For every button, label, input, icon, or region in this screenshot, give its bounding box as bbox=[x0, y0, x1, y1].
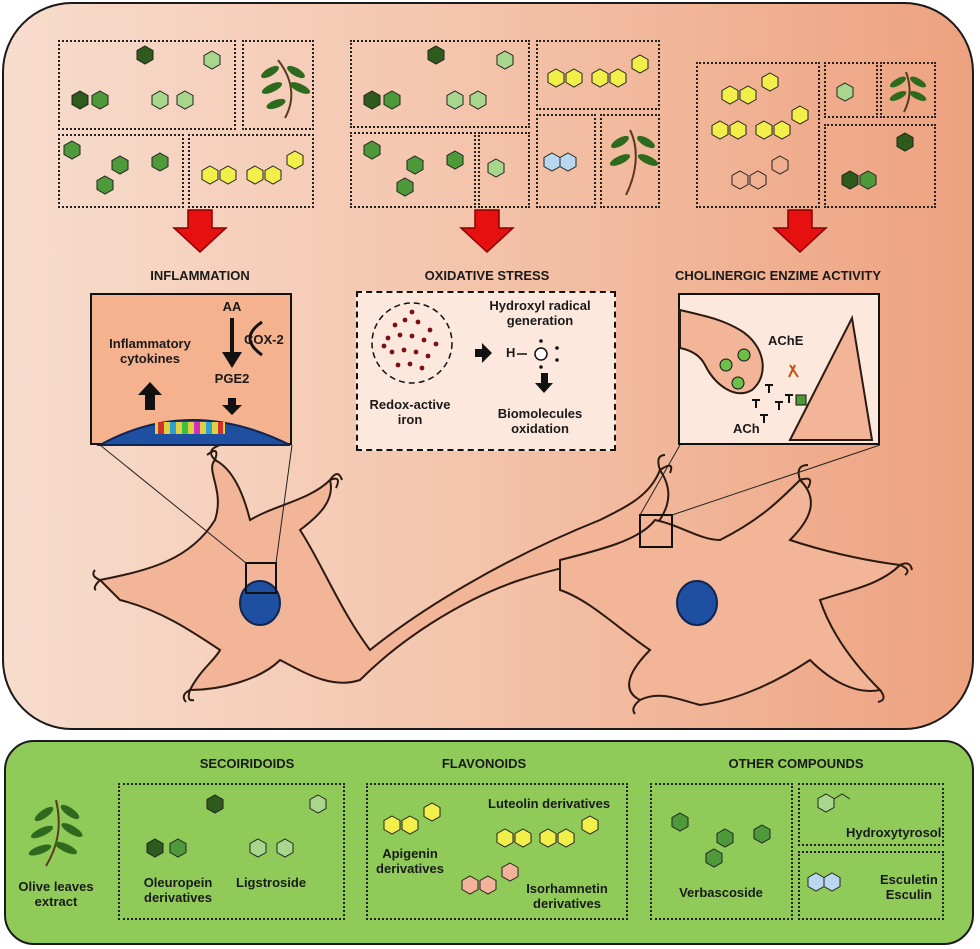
left-neuron bbox=[97, 458, 670, 692]
luteolin-structure bbox=[496, 815, 599, 848]
hydroxytyrosol-box bbox=[798, 783, 944, 846]
arrow-oxidative bbox=[459, 209, 515, 254]
oxidative-stress-inset bbox=[356, 291, 616, 451]
secoiridoids-box bbox=[118, 783, 345, 920]
structure-box bbox=[536, 40, 660, 110]
hydroxytyrosol-label: Hydroxytyrosol bbox=[846, 825, 942, 840]
arrow-inflammation bbox=[172, 209, 228, 254]
right-nucleus bbox=[676, 580, 718, 626]
structure-box bbox=[58, 40, 236, 130]
ache-label: AChE bbox=[768, 333, 804, 348]
leaf-box bbox=[600, 114, 660, 208]
pge2-label: PGE2 bbox=[214, 371, 250, 386]
ach-label: ACh bbox=[733, 421, 760, 436]
esculetin-structure bbox=[807, 872, 841, 892]
other-compounds-box bbox=[650, 783, 793, 920]
leaf-icon bbox=[261, 59, 311, 119]
esculetin-box bbox=[798, 851, 944, 920]
section-title-cholinergic: CHOLINERGIC ENZIME ACTIVITY bbox=[674, 268, 882, 283]
aa-label: AA bbox=[222, 299, 242, 314]
cox2-label: COX-2 bbox=[244, 332, 284, 347]
structure-box bbox=[350, 40, 530, 128]
arrow-cholinergic bbox=[772, 209, 828, 254]
section-title-inflammation: INFLAMMATION bbox=[150, 268, 250, 283]
luteolin-label: Luteolin derivatives bbox=[488, 796, 611, 811]
olive-leaf-icon bbox=[28, 799, 83, 867]
structure-box bbox=[824, 62, 878, 118]
category-secoiridoids: SECOIRIDOIDS bbox=[199, 756, 295, 771]
ligstroside-label: Ligstroside bbox=[236, 875, 307, 890]
structure-box bbox=[478, 132, 530, 208]
leaf-box bbox=[880, 62, 936, 118]
structure-box bbox=[350, 132, 476, 208]
ligstroside-structure bbox=[249, 794, 327, 858]
flavonoids-box bbox=[366, 783, 628, 920]
h-label: H bbox=[506, 345, 516, 360]
apigenin-structure bbox=[383, 802, 441, 835]
category-other-compounds: OTHER COMPOUNDS bbox=[728, 756, 864, 771]
category-flavonoids: FLAVONOIDS bbox=[441, 756, 527, 771]
structure-box bbox=[188, 134, 314, 208]
verbascoside-label: Verbascoside bbox=[679, 885, 763, 900]
dna-strip bbox=[155, 422, 225, 434]
structure-box bbox=[536, 114, 596, 208]
oleuropein-structure bbox=[146, 794, 224, 858]
structure-box bbox=[824, 124, 936, 208]
section-title-oxidative-stress: OXIDATIVE STRESS bbox=[424, 268, 550, 283]
compounds-panel bbox=[4, 740, 974, 945]
isorhamnetin-structure bbox=[461, 862, 519, 895]
hydroxytyrosol-structure bbox=[817, 793, 851, 813]
structure-box bbox=[696, 62, 820, 208]
structure-box bbox=[58, 134, 184, 208]
iron-particles bbox=[381, 309, 439, 371]
verbascoside-structure bbox=[671, 812, 771, 868]
leaf-box bbox=[242, 40, 314, 130]
